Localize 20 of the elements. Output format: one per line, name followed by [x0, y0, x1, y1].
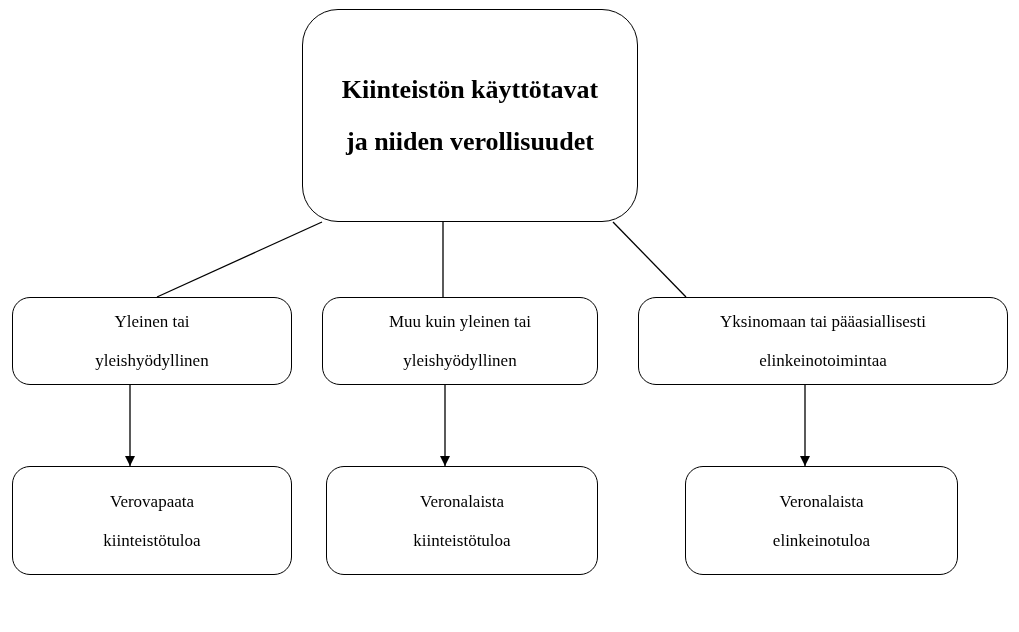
box-text: Muu kuin yleinen tai yleishyödyllinen — [387, 311, 533, 372]
box-text: Kiinteistön käyttötavat ja niiden verollisuudet — [340, 73, 600, 158]
box-text: Yksinomaan tai pääasiallisesti elinkeinotoimintaa — [719, 311, 927, 372]
arrow — [125, 384, 135, 467]
rounded-box — [12, 466, 292, 575]
box-text: Verovapaata kiinteistötuloa — [102, 490, 202, 552]
rounded-box — [12, 297, 292, 385]
box-text: Veronalaista elinkeinotuloa — [771, 490, 872, 552]
rounded-box — [322, 297, 598, 385]
connector-line — [156, 221, 323, 298]
rounded-box — [638, 297, 1008, 385]
rounded-box — [685, 466, 958, 575]
rounded-box — [326, 466, 598, 575]
connector-line — [442, 221, 444, 298]
box-text: Yleinen tai yleishyödyllinen — [94, 311, 210, 372]
rounded-box — [302, 9, 638, 222]
connector-line — [612, 221, 687, 298]
box-text: Veronalaista kiinteistötuloa — [412, 490, 512, 552]
arrow — [440, 384, 450, 467]
arrow — [800, 384, 810, 467]
